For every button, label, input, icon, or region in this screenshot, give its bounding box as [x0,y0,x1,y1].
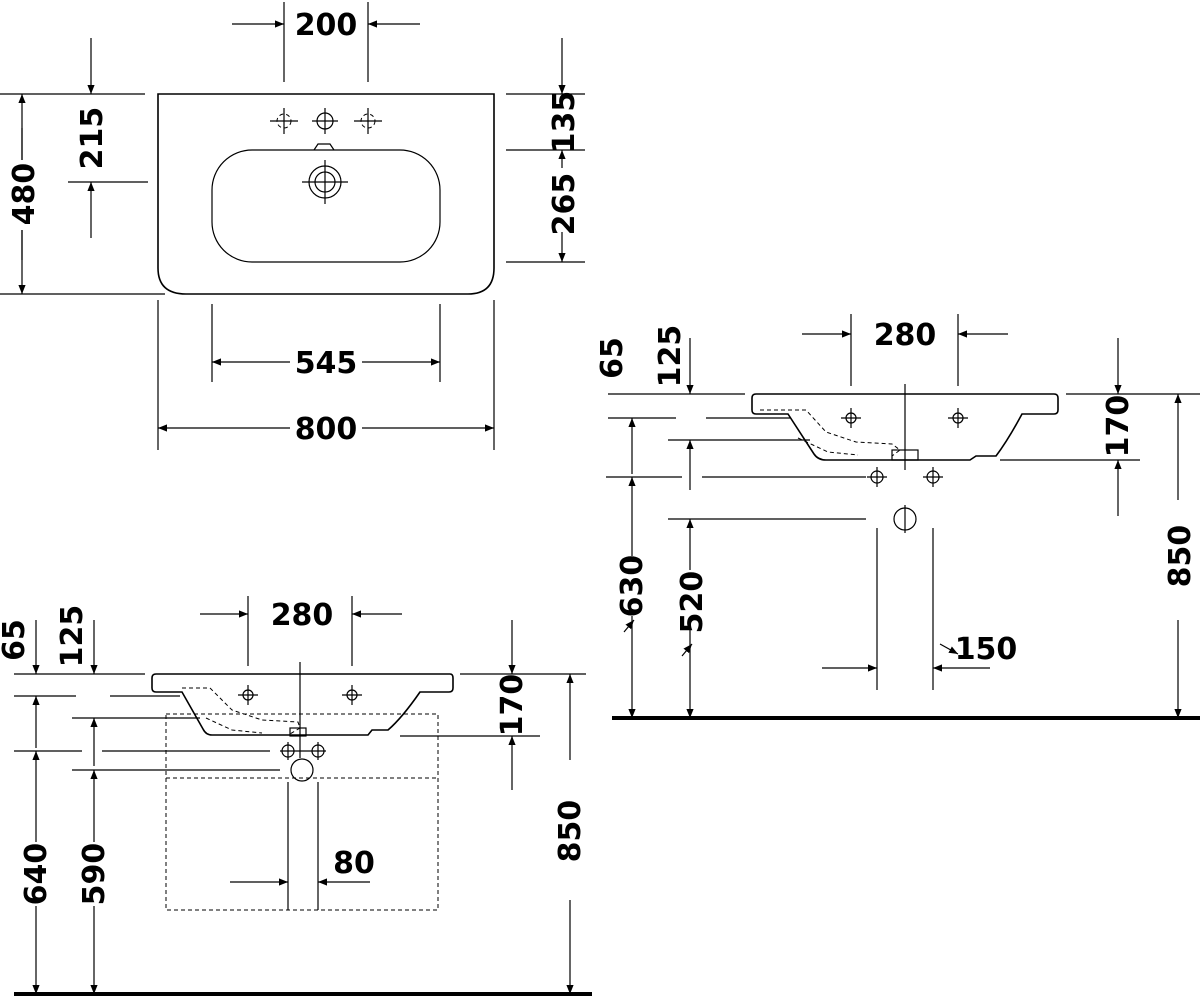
dim-drain-height-2: 520 [675,571,710,634]
side-view-left: 280 65 640 125 590 170 850 [0,596,592,996]
drain-icon [302,160,348,204]
dim-basin-height: 170 [495,674,530,737]
bowl-outline [211,149,441,263]
dim-back-offset: 65 [0,619,32,661]
tap-hole-icon [312,108,338,134]
dim-back-to-tap: 125 [55,605,90,668]
side-view-right: 280 65 630 125 520 170 [595,314,1200,720]
basin-outline [157,93,495,295]
tap-hole-optional-right-icon [354,108,382,134]
tap-hole-icon [841,408,861,428]
dim-back-to-tap: 125 [653,325,688,388]
dim-rim-height: 850 [553,800,588,863]
tap-hole-icon [342,685,362,705]
basin-profile [151,673,454,736]
tap-hole-icon [238,685,258,705]
drain-pipe-icon [290,758,314,782]
tap-hole-optional-left-icon [270,108,298,134]
basin-profile [751,393,1059,461]
dim-drain-height-2: 590 [77,843,112,906]
supply-pipe-icon [280,742,326,760]
top-view: 200 480 215 135 265 545 80 [0,2,585,450]
dim-tap-spacing: 280 [271,598,334,633]
dim-bowl-depth: 265 [547,173,582,236]
dim-back-to-bowl: 135 [547,91,582,154]
dim-tap-spacing: 280 [874,318,937,353]
dim-pipe-spacing: 80 [333,846,375,881]
dim-back-offset: 65 [595,337,630,379]
dim-bowl-width: 545 [295,346,358,381]
dim-width: 800 [295,412,358,447]
dim-front-to-taps: 215 [75,107,110,170]
dim-pipe-spacing: 150 [955,632,1018,667]
supply-pipe-icon [867,467,943,487]
vanity-unit-outline [165,713,439,911]
tap-hole-icon [948,408,968,428]
dim-rim-height: 850 [1163,525,1198,588]
dim-tap-spacing: 200 [295,8,358,43]
dim-drain-height-1: 640 [19,843,54,906]
dim-drain-height-1: 630 [615,555,650,618]
dim-basin-height: 170 [1101,395,1136,458]
dim-depth: 480 [7,163,42,226]
